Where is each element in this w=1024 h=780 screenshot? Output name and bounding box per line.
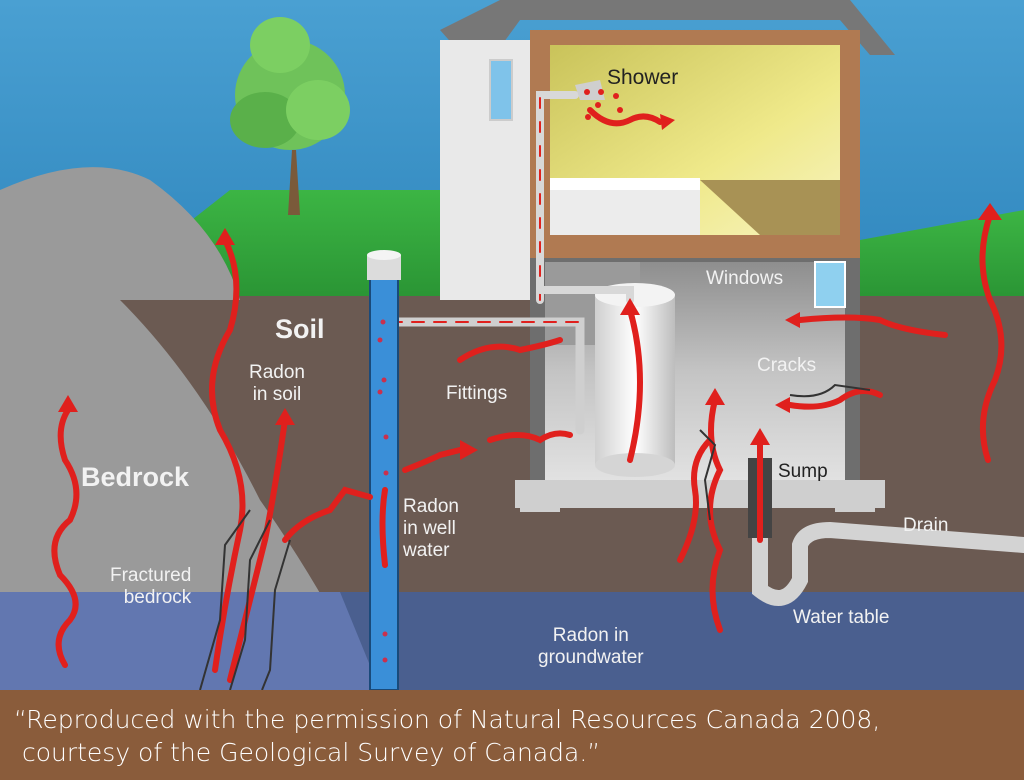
caption-line-1: “Reproduced with the permission of Natur… [14, 705, 881, 734]
shower-droplets [584, 89, 623, 120]
label-radon-in-soil: Radon in soil [249, 362, 305, 405]
label-radon-in-groundwater: Radon in groundwater [538, 625, 644, 668]
diagram-artwork [0, 0, 1024, 690]
caption-line-2: courtesy of the Geological Survey of Can… [14, 737, 601, 767]
label-water-table: Water table [793, 607, 890, 628]
radon-arrowheads [58, 114, 1002, 460]
label-fittings: Fittings [446, 383, 508, 404]
label-cracks: Cracks [757, 355, 817, 376]
shower-head-icon [575, 80, 605, 100]
label-radon-in-well-water: Radon in well water [403, 496, 459, 561]
label-shower: Shower [607, 66, 679, 89]
radon-diagram: Shower Windows Cracks Sump Fittings Soil… [0, 0, 1024, 690]
credit-caption: “Reproduced with the permission of Natur… [0, 690, 1024, 780]
groundwater-light [0, 592, 380, 690]
fracture-lines [199, 383, 871, 690]
pipes [385, 91, 1024, 606]
label-fractured-bedrock: Fractured bedrock [110, 565, 192, 608]
bedrock [0, 167, 370, 690]
label-soil: Soil [275, 314, 325, 344]
label-windows: Windows [706, 268, 784, 289]
well [367, 250, 401, 690]
tree-icon [230, 17, 350, 215]
label-sump: Sump [778, 461, 828, 482]
radon-arrows [51, 107, 1005, 683]
label-bedrock: Bedrock [81, 462, 190, 492]
label-drain: Drain [903, 515, 949, 536]
